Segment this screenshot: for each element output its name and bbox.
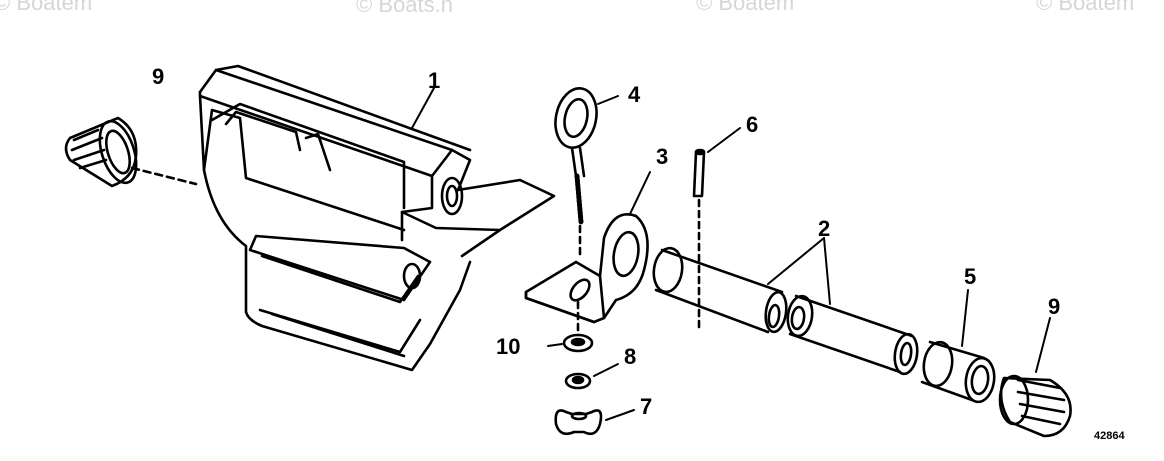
washer — [562, 333, 594, 353]
knob-right — [998, 374, 1072, 438]
watermark-right-b: © Boatem — [1036, 0, 1135, 15]
callout-8: 8 — [624, 344, 637, 369]
tube-upper — [652, 246, 788, 334]
watermark-right-a: © Boatem — [696, 0, 795, 15]
bushing — [920, 340, 996, 404]
roll-pin — [692, 148, 706, 198]
callout-9-left: 9 — [152, 64, 165, 89]
callout-7: 7 — [640, 394, 653, 419]
bracket-main — [198, 64, 556, 372]
wing-nut — [554, 409, 603, 436]
callout-4: 4 — [628, 82, 641, 107]
watermark-center: © Boats.n — [356, 0, 453, 17]
callout-3: 3 — [656, 144, 669, 169]
mounting-plate — [524, 213, 649, 324]
watermark-left: © Boatem — [0, 0, 93, 15]
callout-5: 5 — [964, 264, 977, 289]
callout-9-right: 9 — [1048, 294, 1061, 319]
callout-1: 1 — [428, 68, 441, 93]
tube-lower — [786, 294, 919, 376]
knob-left — [64, 116, 138, 188]
callout-6: 6 — [746, 112, 759, 137]
eye-bolt — [554, 87, 598, 225]
figure-number: 42864 — [1094, 430, 1125, 442]
callout-2: 2 — [818, 216, 831, 241]
callout-10: 10 — [496, 334, 521, 359]
lock-washer — [564, 372, 592, 390]
